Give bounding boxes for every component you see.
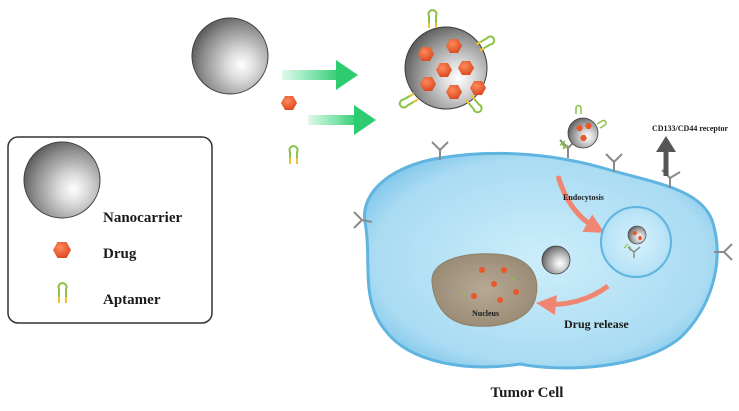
receptor-label: CD133/CD44 receptor: [652, 124, 729, 133]
legend-aptamer-label: Aptamer: [103, 292, 161, 308]
endocytosis-label: Endocytosis: [563, 193, 604, 202]
endocytosis-arrow: [555, 175, 605, 233]
drug-on-carrier: [436, 63, 452, 77]
aptamer-on-carrier-bottom: [465, 94, 483, 114]
drug-in-nucleus: [491, 281, 497, 287]
nanocarrier-sphere-top: [191, 17, 269, 95]
free-nanocarrier: [541, 245, 571, 275]
receptor-icon: [714, 243, 733, 261]
receptor-icon: [605, 153, 623, 172]
legend-drug-icon: [53, 242, 71, 258]
drug-on-carrier: [470, 81, 486, 95]
drug-in-nucleus: [513, 289, 519, 295]
receptor-icon: [353, 211, 373, 229]
receptor-pointer-arrow: [656, 136, 676, 176]
internalized-nanocarrier: [623, 225, 647, 251]
aptamer-on-carrier-right: [475, 35, 496, 52]
legend-box: Nanocarrier Drug Aptamer: [7, 136, 213, 324]
drug-on-carrier: [418, 47, 434, 61]
drug-in-nucleus: [479, 267, 485, 273]
functionalized-nanocarrier: [398, 9, 496, 114]
legend-nanocarrier-icon: [23, 141, 101, 219]
drug-release-label: Drug release: [564, 317, 629, 331]
receptor-icon: [627, 246, 641, 258]
drug-in-nucleus: [501, 267, 507, 273]
drug-hexagon-top: [281, 96, 297, 110]
nucleus: [431, 253, 538, 327]
drug-on-carrier: [458, 61, 474, 75]
drug-on-carrier: [446, 39, 462, 53]
legend-nanocarrier-label: Nanocarrier: [103, 210, 182, 226]
receptor-icon: [431, 141, 449, 160]
green-arrow-lower: [308, 105, 376, 135]
bound-nanocarrier: [559, 104, 607, 150]
drug-release-arrow: [536, 283, 610, 315]
legend-drug-label: Drug: [103, 246, 137, 262]
drug-on-carrier: [446, 85, 462, 99]
drug-on-carrier: [420, 77, 436, 91]
aptamer-on-carrier-top: [427, 9, 438, 28]
tumor-cell-caption: Tumor Cell: [491, 385, 564, 401]
aptamer-on-carrier-left: [398, 92, 419, 109]
nucleus-label: Nucleus: [472, 309, 499, 318]
aptamer-fragment: [461, 291, 467, 297]
legend-aptamer-icon: [57, 282, 68, 303]
aptamer-icon-top: [288, 145, 299, 164]
aptamer-fragment: [511, 277, 517, 282]
drug-in-nucleus: [497, 297, 503, 303]
drug-in-nucleus: [471, 293, 477, 299]
green-arrow-upper: [282, 60, 358, 90]
